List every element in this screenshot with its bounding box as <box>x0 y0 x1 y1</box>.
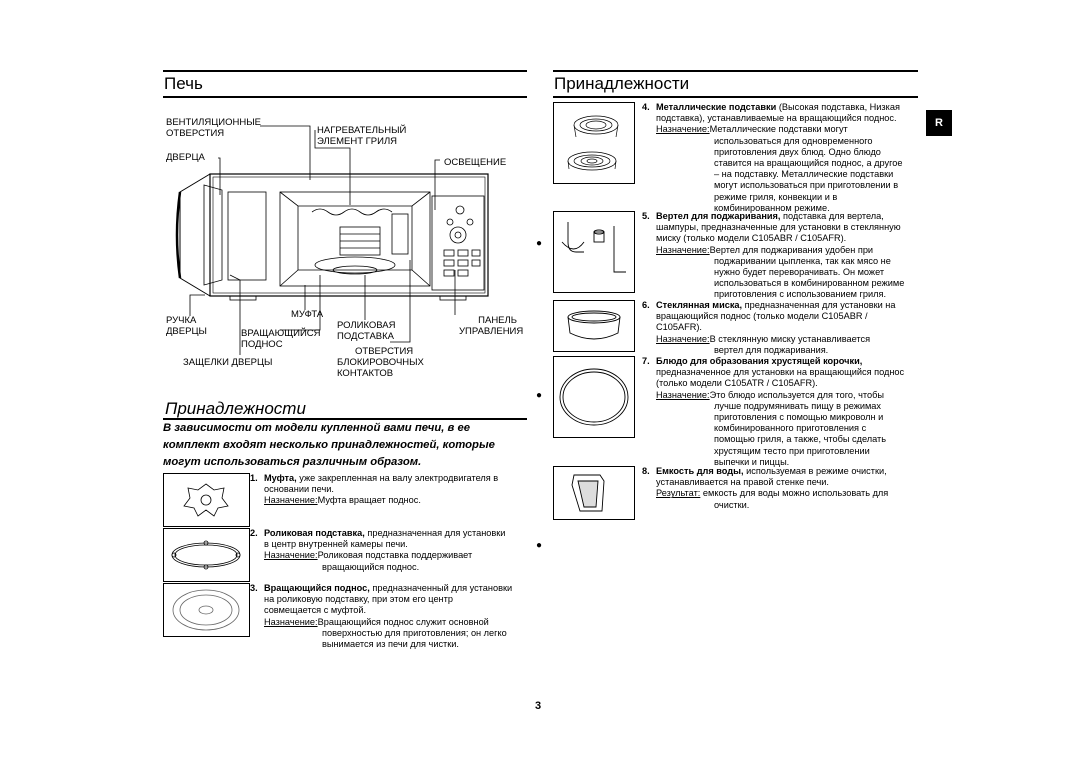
margin-bullet: ● <box>536 238 543 249</box>
margin-bullet: ● <box>536 390 543 401</box>
language-tab: R <box>926 110 952 136</box>
right-page-title: Принадлежности <box>554 74 690 93</box>
label-coupler: МУФТА <box>291 309 324 320</box>
accessory-item-8: 8. Емкость для воды, используемая в режи… <box>642 466 889 510</box>
accessories-rule <box>163 418 527 420</box>
page-number: 3 <box>535 700 542 712</box>
accessories-intro: В зависимости от модели купленной вами п… <box>163 422 495 468</box>
accessories-title: Принадлежности <box>165 399 306 418</box>
turntable-thumbnail <box>163 583 250 637</box>
metal-racks-icon <box>567 115 619 171</box>
label-light: ОСВЕЩЕНИЕ <box>444 157 507 168</box>
accessory-item-4: 4. Металлические подставки (Высокая подс… <box>642 102 903 213</box>
turntable-icon <box>172 589 240 631</box>
roller-ring-icon <box>171 540 241 570</box>
label-latches: ЗАЩЕЛКИ ДВЕРЦЫ <box>183 357 273 368</box>
accessory-item-7: 7. Блюдо для образования хрустящей короч… <box>642 356 905 467</box>
water-container-thumbnail <box>553 466 635 520</box>
accessory-item-2: 2. Роликовая подставка, предназначенная … <box>250 528 506 572</box>
water-container-icon <box>571 474 605 512</box>
glass-bowl-thumbnail <box>553 300 635 352</box>
accessory-item-6: 6. Стеклянная миска, предназначенная для… <box>642 300 896 355</box>
spit-icon <box>561 222 626 273</box>
accessory-item-1: 1. Муфта, уже закрепленная на валу элект… <box>250 473 499 506</box>
metal-racks-thumbnail <box>553 102 635 184</box>
accessory-item-3: 3. Вращающийся поднос, предназначенный д… <box>250 583 513 650</box>
spit-thumbnail <box>553 211 635 293</box>
accessory-item-5: 5. Вертел для поджаривания, подставка дл… <box>642 211 905 300</box>
crusty-plate-icon <box>559 368 629 426</box>
crusty-plate-thumbnail <box>553 356 635 438</box>
right-title-rule-bottom <box>553 96 918 98</box>
right-title-rule-top <box>553 70 918 72</box>
glass-bowl-icon <box>567 310 621 340</box>
coupler-icon <box>183 483 229 517</box>
left-title-rule-top <box>163 70 527 72</box>
roller-thumbnail <box>163 528 250 582</box>
microwave-diagram <box>175 125 489 355</box>
label-door: ДВЕРЦА <box>166 152 205 163</box>
left-title-rule-bottom <box>163 96 527 98</box>
coupler-thumbnail <box>163 473 250 527</box>
margin-bullet: ● <box>536 540 543 551</box>
left-page-title: Печь <box>164 74 203 93</box>
